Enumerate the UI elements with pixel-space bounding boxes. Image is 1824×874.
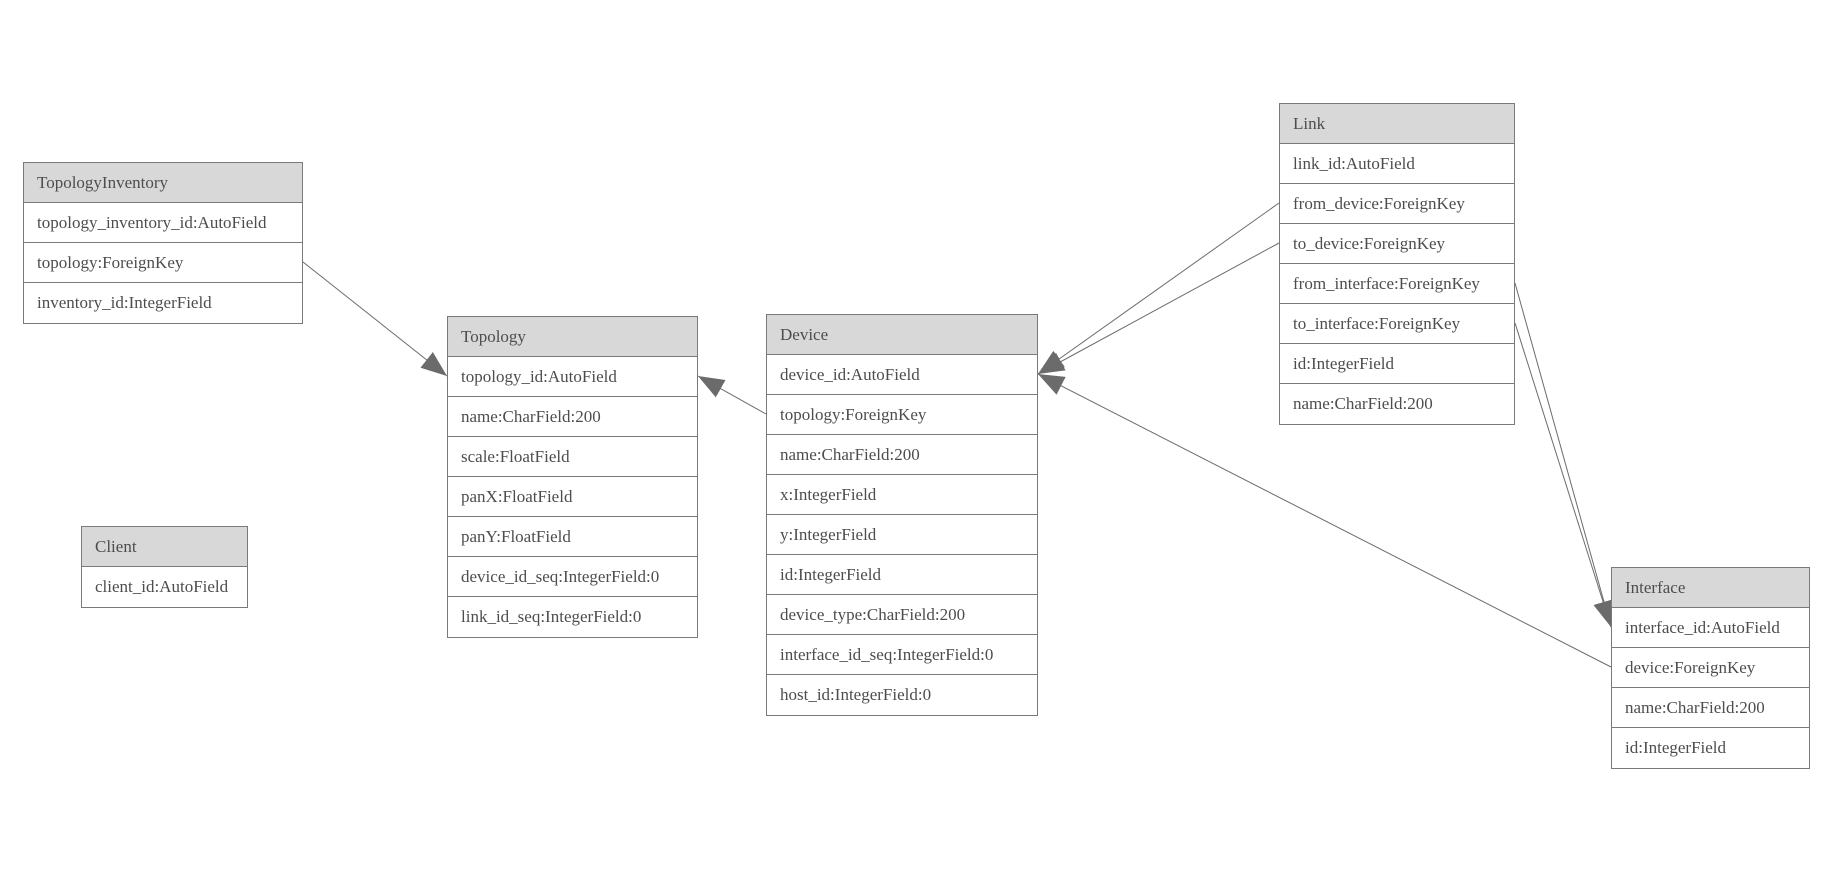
entity-field-topology_inventory-inventory_id: inventory_id:IntegerField: [24, 283, 302, 323]
entity-field-interface-id: id:IntegerField: [1612, 728, 1809, 768]
entity-title-device: Device: [767, 315, 1037, 355]
entity-field-topology-panX: panX:FloatField: [448, 477, 697, 517]
entity-field-topology_inventory-topology_inventory_id: topology_inventory_id:AutoField: [24, 203, 302, 243]
entity-field-interface-interface_id: interface_id:AutoField: [1612, 608, 1809, 648]
entity-field-device-device_id: device_id:AutoField: [767, 355, 1037, 395]
relation-link.to_device-to-device.device_id: [1037, 242, 1280, 375]
relation-interface.device-to-device.device_id: [1037, 373, 1612, 668]
entity-field-client-client_id: client_id:AutoField: [82, 567, 247, 607]
entity-field-device-x: x:IntegerField: [767, 475, 1037, 515]
entity-field-device-id: id:IntegerField: [767, 555, 1037, 595]
entity-field-interface-name: name:CharField:200: [1612, 688, 1809, 728]
entity-field-link-from_interface: from_interface:ForeignKey: [1280, 264, 1514, 304]
entity-field-device-y: y:IntegerField: [767, 515, 1037, 555]
entity-field-device-name: name:CharField:200: [767, 435, 1037, 475]
entity-field-topology-device_id_seq: device_id_seq:IntegerField:0: [448, 557, 697, 597]
relation-link.from_device-to-device.device_id: [1037, 202, 1280, 375]
entity-field-device-host_id: host_id:IntegerField:0: [767, 675, 1037, 715]
entity-field-device-topology: topology:ForeignKey: [767, 395, 1037, 435]
entity-field-topology-name: name:CharField:200: [448, 397, 697, 437]
entity-title-topology_inventory: TopologyInventory: [24, 163, 302, 203]
entity-field-interface-device: device:ForeignKey: [1612, 648, 1809, 688]
entity-field-link-id: id:IntegerField: [1280, 344, 1514, 384]
entity-field-topology-panY: panY:FloatField: [448, 517, 697, 557]
entity-field-link-to_device: to_device:ForeignKey: [1280, 224, 1514, 264]
relation-topology_inventory.topology-to-topology.topology_id: [302, 261, 448, 377]
entity-field-topology-link_id_seq: link_id_seq:IntegerField:0: [448, 597, 697, 637]
entity-title-interface: Interface: [1612, 568, 1809, 608]
relation-device.topology-to-topology.topology_id: [697, 375, 767, 415]
relation-link.from_interface-to-interface.interface_id: [1514, 282, 1614, 628]
entity-title-client: Client: [82, 527, 247, 567]
relation-link.to_interface-to-interface.interface_id: [1514, 322, 1613, 628]
entity-title-topology: Topology: [448, 317, 697, 357]
entity-field-topology-topology_id: topology_id:AutoField: [448, 357, 697, 397]
entity-field-device-interface_id_seq: interface_id_seq:IntegerField:0: [767, 635, 1037, 675]
entity-field-topology-scale: scale:FloatField: [448, 437, 697, 477]
entity-field-topology_inventory-topology: topology:ForeignKey: [24, 243, 302, 283]
entity-field-link-name: name:CharField:200: [1280, 384, 1514, 424]
entity-title-link: Link: [1280, 104, 1514, 144]
entity-field-link-from_device: from_device:ForeignKey: [1280, 184, 1514, 224]
entity-field-link-to_interface: to_interface:ForeignKey: [1280, 304, 1514, 344]
entity-field-link-link_id: link_id:AutoField: [1280, 144, 1514, 184]
entity-field-device-device_type: device_type:CharField:200: [767, 595, 1037, 635]
